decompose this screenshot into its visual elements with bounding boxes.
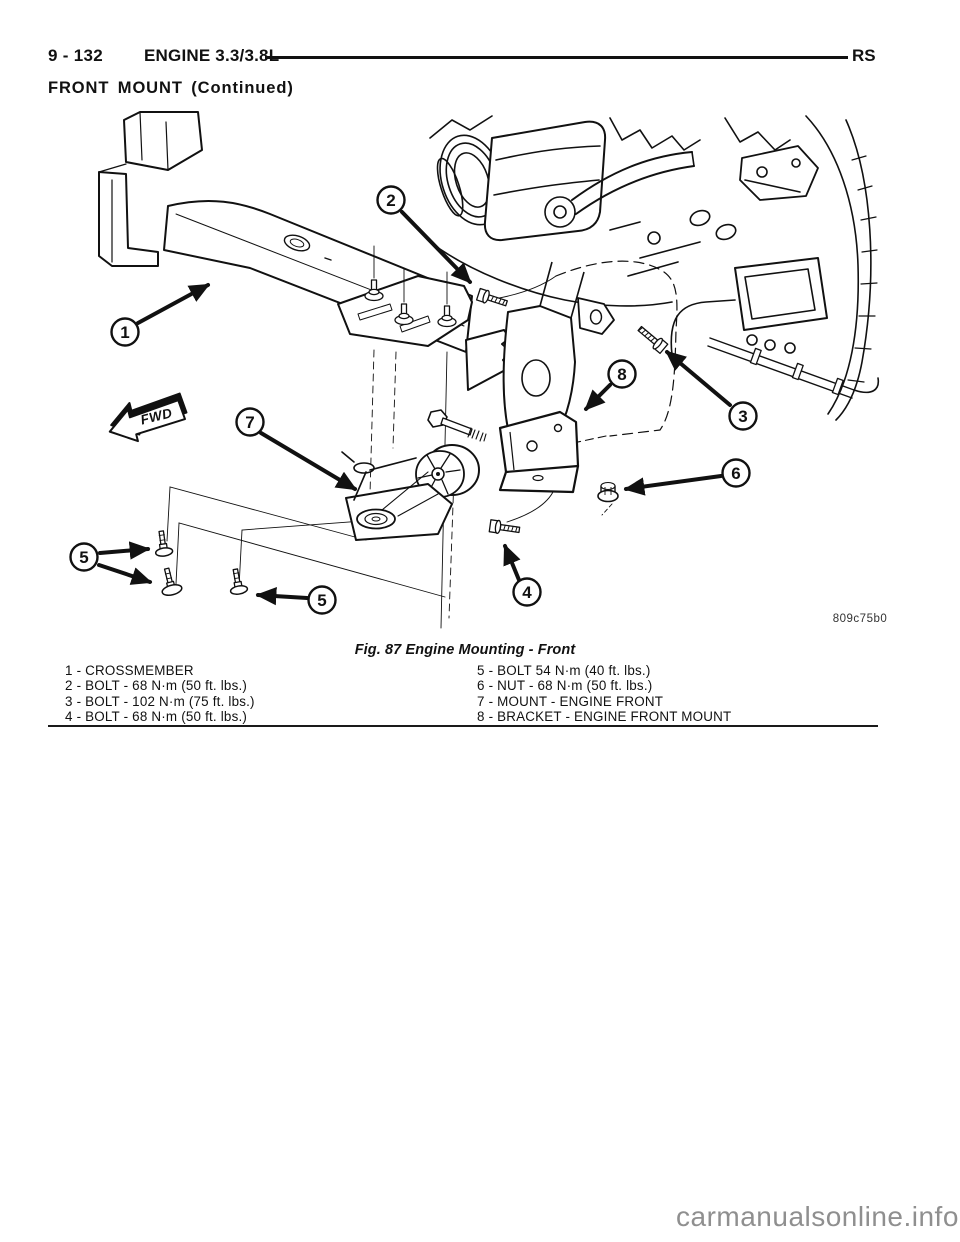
- model-code: RS: [852, 46, 876, 65]
- engine-mounting-diagram: FWD 1 2 3 4 5 5 6 7 8 809c75b0: [69, 111, 888, 629]
- section-title: ENGINE 3.3/3.8L: [144, 46, 280, 65]
- page-number: 9 - 132: [48, 46, 104, 65]
- callout-1: 1: [110, 317, 140, 347]
- legend-right-column: 5 - BOLT 54 N·m (40 ft. lbs.) 6 - NUT - …: [477, 663, 917, 724]
- callout-5-left: 5: [69, 542, 99, 572]
- subsection-title: FRONT MOUNT (Continued): [48, 79, 294, 97]
- legend-item: 8 - BRACKET - ENGINE FRONT MOUNT: [477, 708, 732, 724]
- callout-4: 4: [512, 577, 542, 607]
- watermark-text: carmanualsonline.info: [676, 1201, 959, 1232]
- fwd-direction-arrow: FWD: [108, 392, 188, 443]
- figure-container: FWD 1 2 3 4 5 5 6 7 8 809c75b0: [0, 105, 960, 635]
- legend-left-column: 1 - CROSSMEMBER 2 - BOLT - 68 N·m (50 ft…: [65, 663, 465, 724]
- callout-bubbles: 1 2 3 4 5 5 6 7 8: [69, 185, 758, 615]
- fasteners-art: [154, 287, 669, 596]
- legend-item: 5 - BOLT 54 N·m (40 ft. lbs.): [477, 663, 651, 678]
- svg-text:4: 4: [522, 583, 532, 602]
- callout-2: 2: [376, 185, 406, 215]
- callout-7: 7: [235, 407, 265, 437]
- front-mount-bracket-art: [498, 410, 580, 494]
- svg-text:7: 7: [245, 413, 254, 432]
- legend-item: 3 - BOLT - 102 N·m (75 ft. lbs.): [65, 693, 255, 709]
- svg-text:8: 8: [617, 365, 626, 384]
- svg-text:5: 5: [317, 591, 326, 610]
- svg-text:2: 2: [386, 191, 395, 210]
- figure-code: 809c75b0: [833, 613, 888, 625]
- legend-item: 6 - NUT - 68 N·m (50 ft. lbs.): [477, 678, 653, 694]
- callout-5-bottom: 5: [307, 585, 337, 615]
- callout-8: 8: [607, 359, 637, 389]
- svg-text:6: 6: [731, 464, 740, 483]
- callout-6: 6: [721, 458, 751, 488]
- legend-item: 7 - MOUNT - ENGINE FRONT: [477, 693, 664, 709]
- svg-text:5: 5: [79, 548, 88, 567]
- legend-item: 4 - BOLT - 68 N·m (50 ft. lbs.): [65, 708, 248, 724]
- legend-item: 2 - BOLT - 68 N·m (50 ft. lbs.): [65, 678, 248, 694]
- svg-text:1: 1: [120, 323, 129, 342]
- callout-arrows: [97, 210, 732, 606]
- header-rule: [265, 56, 848, 59]
- figure-caption: Fig. 87 Engine Mounting - Front: [354, 642, 576, 658]
- svg-text:3: 3: [738, 407, 747, 426]
- callout-3: 3: [728, 401, 758, 431]
- engine-mount-art: [341, 409, 487, 541]
- engine-assembly-art: [429, 115, 880, 421]
- legend-bottom-rule: [48, 725, 878, 727]
- legend-item: 1 - CROSSMEMBER: [65, 663, 194, 678]
